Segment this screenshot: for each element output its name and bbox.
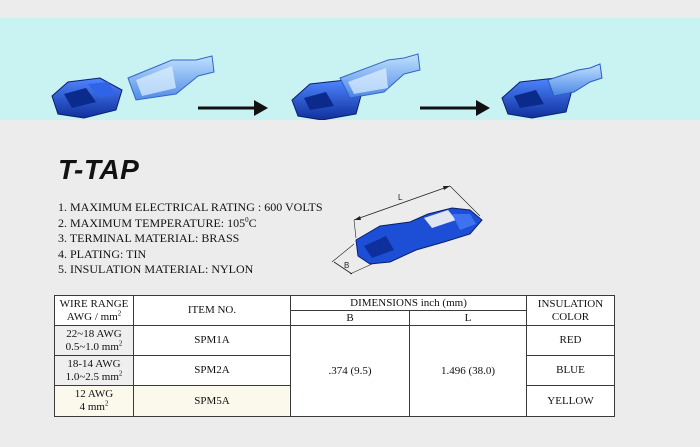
spec-item: 4. PLATING: TIN [58,246,147,261]
header-dim-l: L [409,310,527,326]
spec-item: 5. INSULATION MATERIAL: NYLON [58,262,254,277]
header-dim-b: B [290,310,410,326]
arrow-right-icon [198,100,268,116]
table-row: 18-14 AWG 1.0~2.5 mm2 SPM2A BLUE [54,355,615,386]
product-banner [0,18,700,120]
specification-table: WIRE RANGE AWG / mm2 ITEM NO. DIMENSIONS… [54,295,615,417]
tap-connector-part [51,77,123,119]
item-no-cell: SPM5A [133,385,291,417]
partially-assembled-part [291,53,421,120]
fully-assembled-part [501,63,603,119]
table-row: 22~18 AWG 0.5~1.0 mm2 SPM1A .374 (9.5) 1… [54,325,615,417]
wire-range-cell: 12 AWG 4 mm2 [54,385,134,417]
wire-range-cell: 18-14 AWG 1.0~2.5 mm2 [54,355,134,386]
specification-list: 1. MAXIMUM ELECTRICAL RATING : 600 VOLTS… [58,200,323,278]
item-no-cell: SPM1A [133,325,291,356]
spec-item: 2. MAXIMUM TEMPERATURE: 1050C [58,215,257,230]
table-row: 12 AWG 4 mm2 SPM5A YELLOW [54,385,615,417]
header-insulation-color: INSULATION COLOR [526,295,615,326]
header-item-no: ITEM NO. [133,295,291,326]
disconnect-terminal-part [127,55,215,101]
item-no-cell: SPM2A [133,355,291,386]
assembly-sequence-illustration [51,53,603,120]
arrow-right-icon [420,100,490,116]
dimension-b-cell: .374 (9.5) [290,325,410,417]
dimension-label-l: L [398,193,403,202]
header-wire-range: WIRE RANGE AWG / mm2 [54,295,134,326]
insulation-color-cell: YELLOW [526,385,615,417]
insulation-color-cell: BLUE [526,355,615,386]
dimension-label-b: B [344,261,349,270]
spec-item: 3. TERMINAL MATERIAL: BRASS [58,231,240,246]
wire-range-cell: 22~18 AWG 0.5~1.0 mm2 [54,325,134,356]
spec-item: 1. MAXIMUM ELECTRICAL RATING : 600 VOLTS [58,200,323,214]
dimension-l-cell: 1.496 (38.0) [409,325,527,417]
header-dimensions: DIMENSIONS inch (mm) [290,295,527,311]
insulation-color-cell: RED [526,325,615,356]
dimension-drawing: L B [320,180,500,285]
page-title: T-TAP [58,154,140,185]
